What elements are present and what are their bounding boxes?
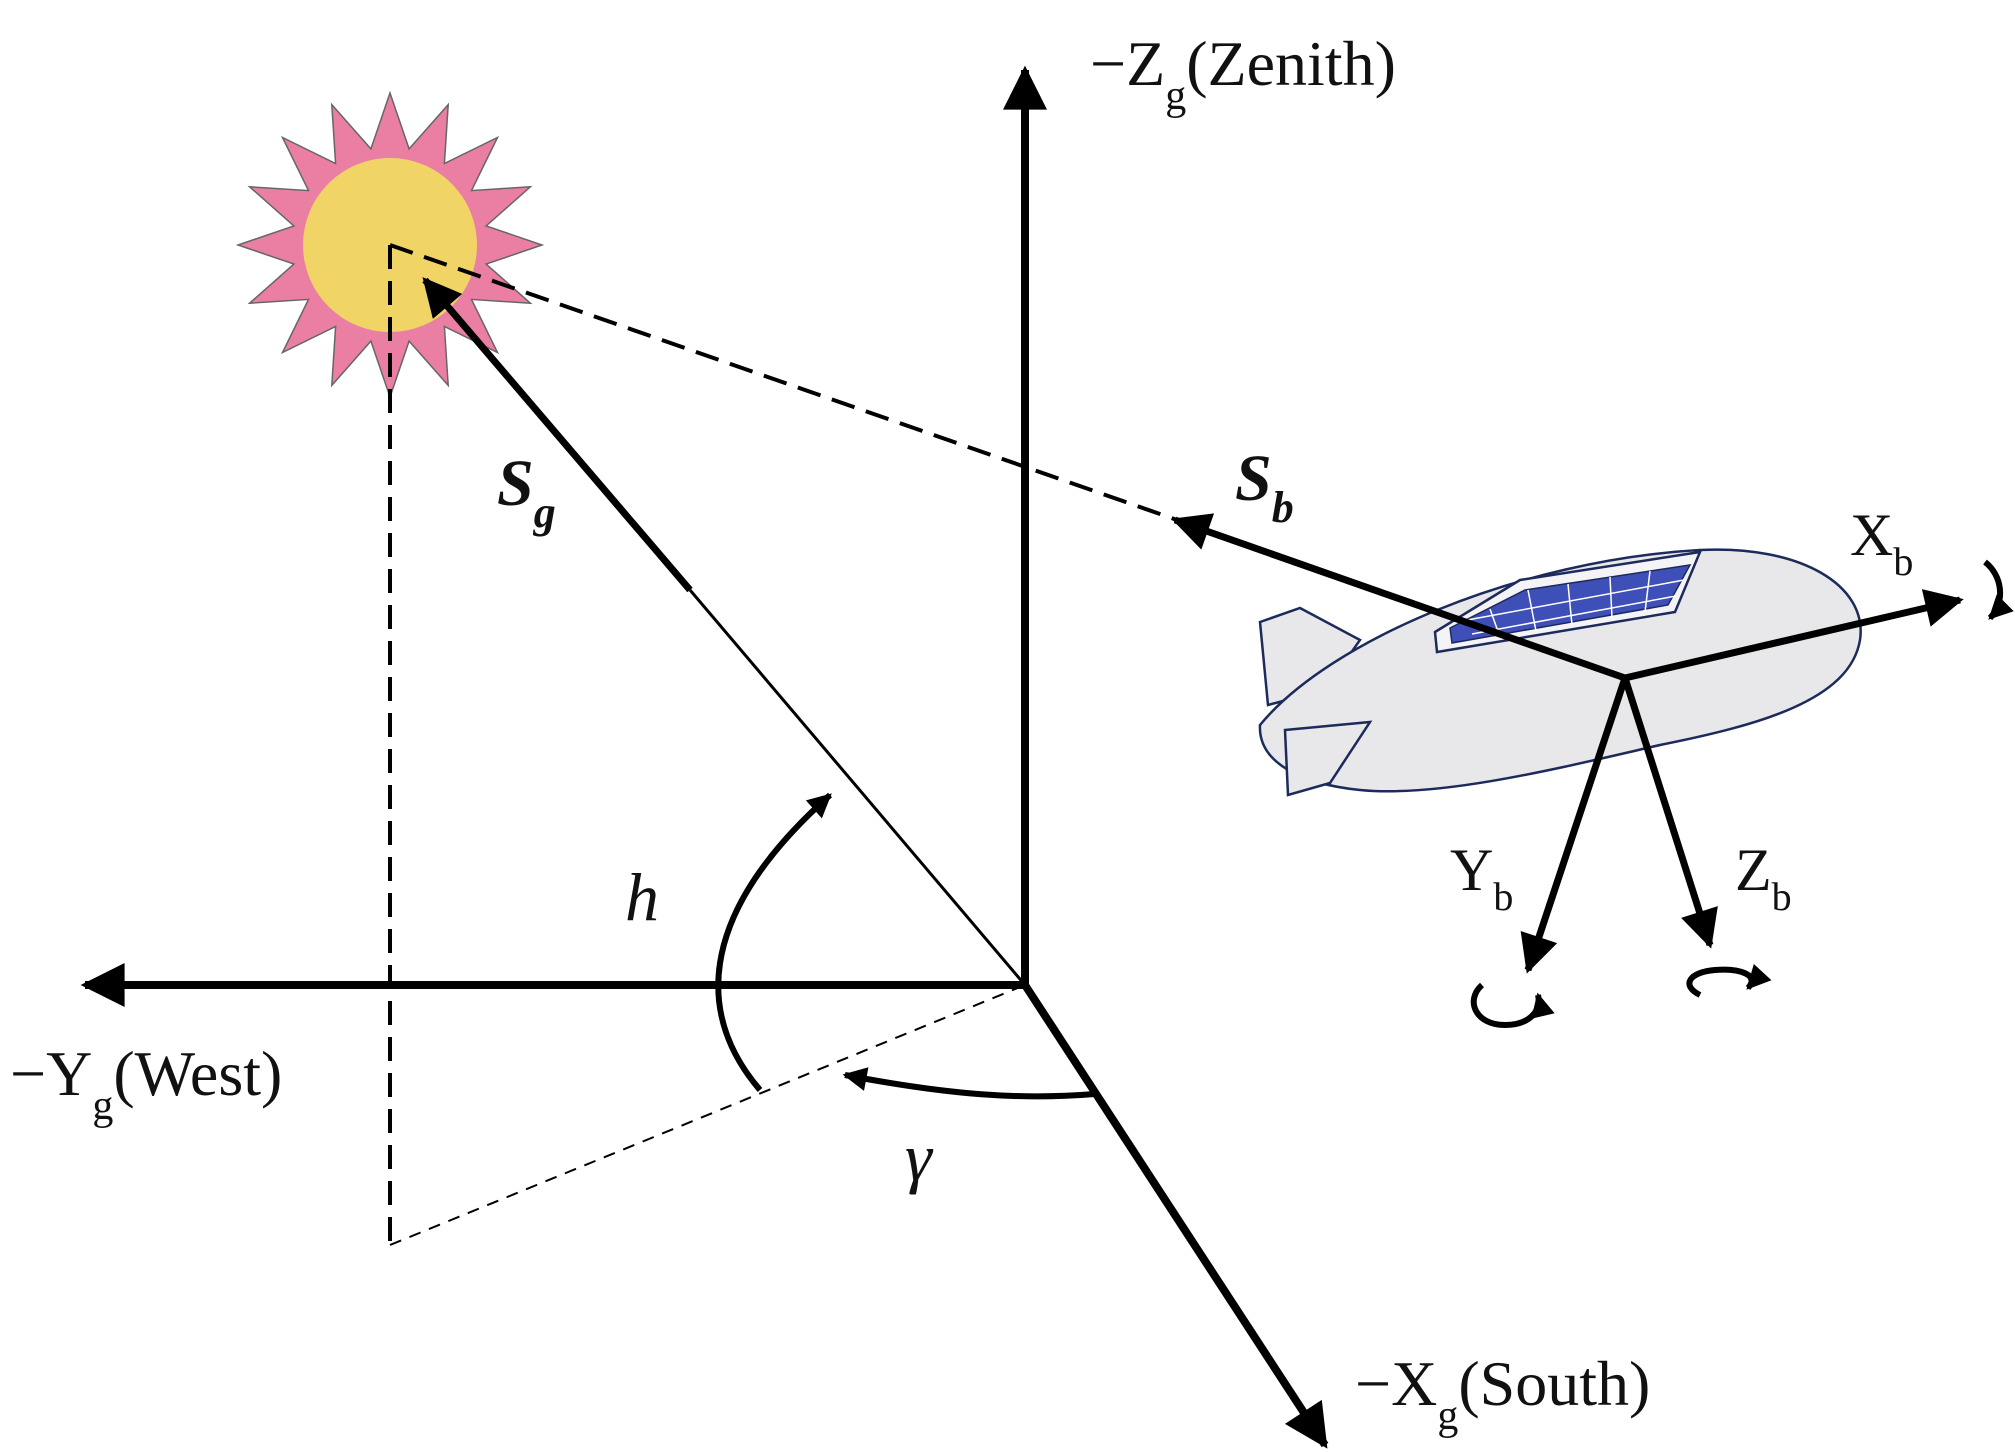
y-rotation-icon [1470, 982, 1555, 1029]
solar-panel-grid [1461, 570, 1685, 638]
x-rotation-icon [1983, 559, 2014, 621]
sg-vector-label: Sg [497, 447, 556, 537]
body-x-label: Xb [1850, 502, 1913, 584]
z-rotation-icon [1686, 963, 1772, 998]
elevation-angle-label: h [625, 859, 659, 935]
body-z-label: Zb [1735, 837, 1792, 919]
body-z-axis [1621, 676, 1718, 949]
zenith-axis-label: −Zg(Zenith) [1090, 28, 1396, 119]
elevation-angle-arc [715, 792, 832, 1092]
airship-icon [1258, 548, 1862, 797]
sun-to-airship-dashed-line [389, 243, 1181, 523]
body-y-axis [1520, 676, 1629, 974]
ground-projection-line [389, 984, 1026, 1246]
azimuth-angle-label: γ [905, 1119, 934, 1195]
airship-lower-fin [1283, 720, 1373, 797]
body-y-label: Yb [1450, 837, 1513, 919]
west-axis-label: −Yg(West) [10, 1038, 282, 1129]
sb-vector [1171, 513, 1627, 682]
azimuth-angle-arc [842, 1067, 1096, 1100]
body-x-axis [1624, 589, 1964, 682]
sg-vector-thin [688, 589, 1027, 986]
sb-vector-label: Sb [1235, 442, 1294, 532]
south-axis-label: −Xg(South) [1355, 1348, 1650, 1439]
south-axis [1021, 982, 1329, 1449]
sg-vector [422, 277, 693, 593]
